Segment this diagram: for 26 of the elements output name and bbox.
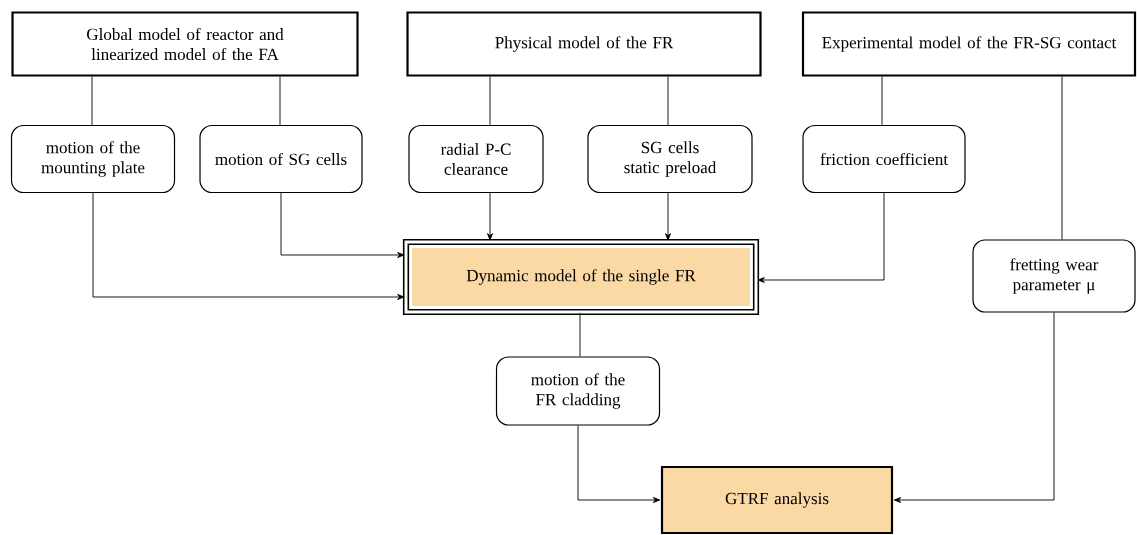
connector bbox=[1061, 76, 1063, 240]
connector bbox=[665, 192, 671, 241]
data-box: friction coefficient bbox=[802, 124, 966, 194]
connector bbox=[881, 76, 883, 126]
process-box: Dynamic model of the single FR bbox=[402, 238, 760, 316]
data-box: motion of the mounting plate bbox=[10, 124, 176, 194]
model-box: Global model of reactor and linearized model of the FA bbox=[11, 11, 359, 77]
connector bbox=[489, 76, 491, 126]
connector bbox=[893, 312, 1055, 503]
data-box: motion of SG cells bbox=[199, 124, 363, 194]
connector bbox=[577, 425, 661, 503]
model-box: Experimental model of the FR-SG contact bbox=[801, 11, 1137, 77]
connector bbox=[280, 192, 405, 258]
connector bbox=[279, 76, 281, 126]
data-box: fretting wear parameter μ bbox=[972, 239, 1136, 313]
data-box: SG cells static preload bbox=[587, 124, 753, 194]
connector bbox=[757, 192, 885, 283]
connector bbox=[579, 312, 581, 357]
connector bbox=[92, 192, 405, 300]
result-box: GTRF analysis bbox=[660, 465, 894, 535]
connector bbox=[487, 192, 493, 241]
model-box: Physical model of the FR bbox=[406, 11, 762, 77]
connector bbox=[91, 76, 93, 126]
data-box: radial P-C clearance bbox=[408, 124, 544, 194]
connector bbox=[667, 76, 669, 126]
data-box: motion of the FR cladding bbox=[495, 356, 661, 426]
